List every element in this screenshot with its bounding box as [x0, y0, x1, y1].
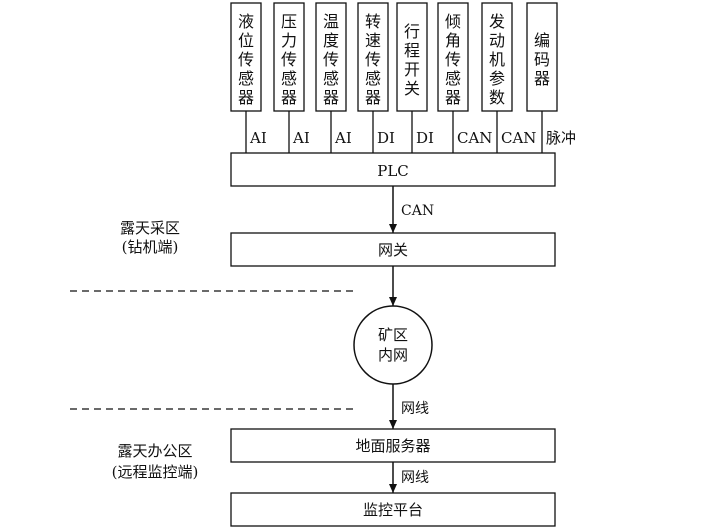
- gateway-label: 网关: [378, 241, 408, 259]
- link-cable-label-1: 网线: [401, 401, 429, 417]
- sensor-group: 液位传感器 AI 压力传感器 AI 温度传感器 AI 转速传感器 DI 行程开关 DI 倾角传感器 C…: [230, 2, 576, 153]
- network-label-top: 矿区: [378, 326, 408, 344]
- sensor-label-engine: 发动机参数: [489, 12, 505, 107]
- monitor-label: 监控平台: [363, 501, 423, 519]
- zone-drill-sub: (钻机端): [122, 238, 179, 256]
- signal-label-encoder: 脉冲: [546, 129, 576, 147]
- signal-label-temp: AI: [334, 129, 352, 147]
- sensor-label-pressure: 压力传感器: [281, 12, 297, 107]
- sensor-label-level: 液位传感器: [238, 12, 254, 107]
- signal-label-speed: DI: [377, 129, 395, 147]
- mine-network-node: [353, 305, 433, 385]
- signal-label-level: AI: [249, 129, 267, 147]
- zone-drill-name: 露天采区: [120, 219, 180, 237]
- monitor-box: [230, 492, 556, 527]
- sensor-label-temp: 温度传感器: [323, 12, 339, 107]
- signal-label-pressure: AI: [292, 129, 310, 147]
- plc-label: PLC: [377, 162, 409, 180]
- signal-label-tilt: CAN: [457, 129, 492, 147]
- link-can-label: CAN: [401, 203, 434, 219]
- sensor-label-travel: 行程开关: [404, 22, 420, 98]
- sensor-label-encoder: 编码器: [534, 31, 550, 88]
- signal-label-engine: CAN: [501, 129, 536, 147]
- zone-office-sub: (远程监控端): [112, 463, 199, 481]
- server-label: 地面服务器: [355, 437, 430, 455]
- sensor-label-speed: 转速传感器: [365, 12, 381, 107]
- zone-office-name: 露天办公区: [117, 442, 192, 460]
- network-label-bottom: 内网: [378, 346, 408, 364]
- signal-label-travel: DI: [416, 129, 434, 147]
- sensor-label-tilt: 倾角传感器: [445, 12, 461, 107]
- link-cable-label-2: 网线: [401, 470, 429, 486]
